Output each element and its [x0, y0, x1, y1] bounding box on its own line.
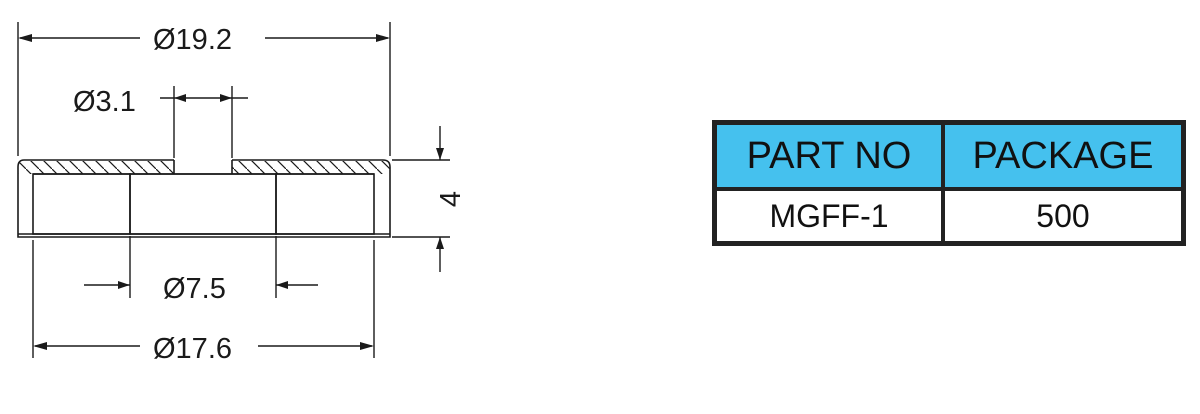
- right-wall-hatch: [275, 173, 375, 235]
- dim-height-label: 4: [435, 191, 467, 207]
- table-row: MGFF-1 500: [712, 187, 1186, 246]
- dim-bore-label: Ø7.5: [163, 273, 226, 305]
- cell-package: 500: [941, 187, 1186, 246]
- center-hole-gap: [174, 158, 232, 175]
- table-header-row: PART NO PACKAGE: [712, 120, 1186, 191]
- dimension-hole: Ø3.1: [73, 86, 248, 158]
- outer-profile: [17, 159, 391, 238]
- header-package: PACKAGE: [941, 120, 1186, 191]
- dim-hole-label: Ø3.1: [73, 86, 136, 118]
- dimension-outer-top: Ø19.2: [17, 22, 391, 156]
- dim-outer-bottom-label: Ø17.6: [153, 333, 232, 365]
- dim-outer-top-label: Ø19.2: [153, 24, 232, 56]
- cell-part-no: MGFF-1: [712, 187, 945, 246]
- part-table: PART NO PACKAGE MGFF-1 500: [712, 120, 1186, 246]
- part-section: [17, 158, 391, 238]
- dimension-height: 4: [392, 126, 467, 272]
- left-wall-hatch: [32, 173, 131, 235]
- header-part-no: PART NO: [712, 120, 945, 191]
- dimension-outer-bottom: Ø17.6: [32, 240, 375, 365]
- dimension-bore: Ø7.5: [84, 236, 318, 305]
